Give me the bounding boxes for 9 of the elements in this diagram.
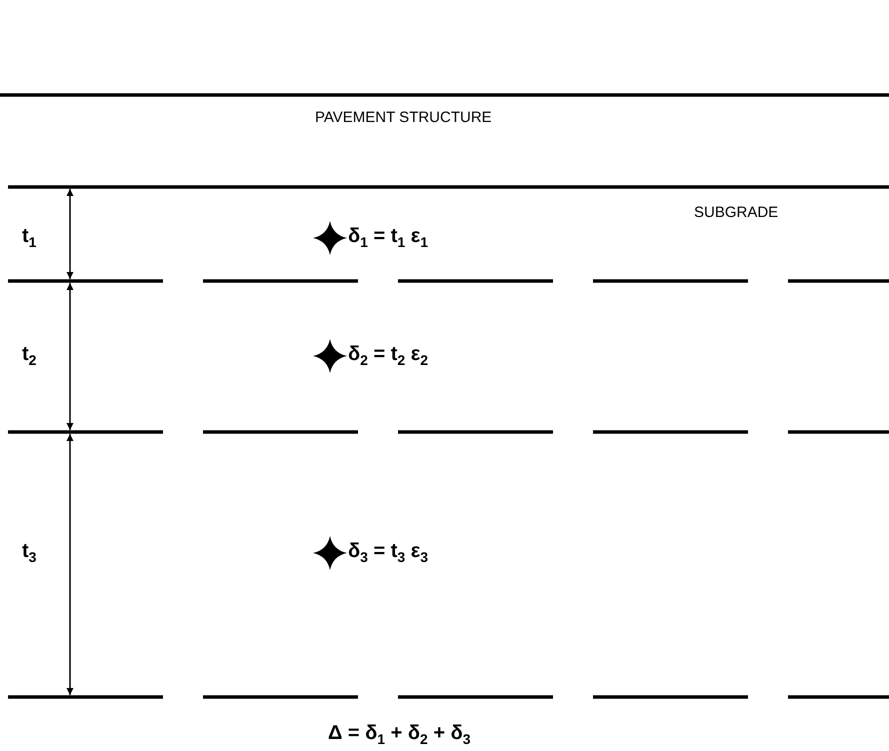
title-label: PAVEMENT STRUCTURE [315,110,492,126]
formula-label: δ$_{3}$ = t$_{3}$ ε$_{3}$ [348,540,428,566]
thickness-label: t$_{1}$ [22,225,36,250]
formula-label: δ$_{1}$ = t$_{1}$ ε$_{1}$ [348,225,428,250]
formula-label: Δ = δ$_{1}$ + δ$_{2}$ + δ$_{3}$ [328,722,471,748]
formula-label: δ$_{2}$ = t$_{2}$ ε$_{2}$ [348,343,428,368]
thickness-label: t$_{3}$ [22,540,36,566]
thickness-label: t$_{2}$ [22,343,36,368]
layer-label: SUBGRADE [694,205,778,222]
